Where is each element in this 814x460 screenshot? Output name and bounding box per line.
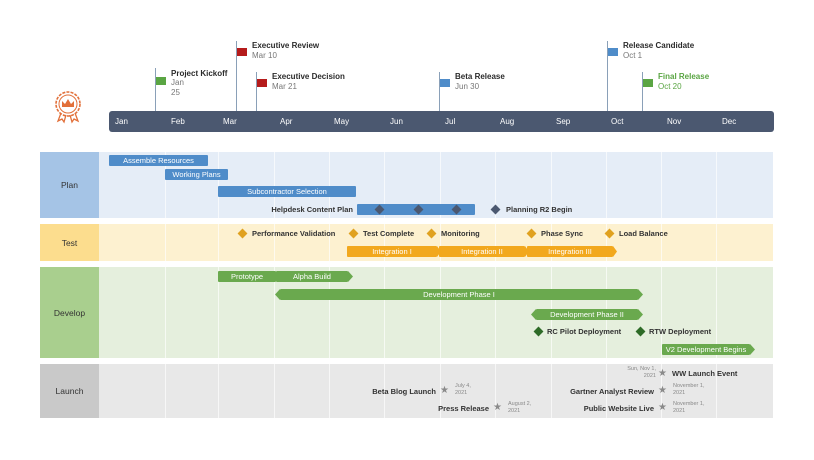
- milestone-date: Jun 30: [455, 82, 480, 91]
- award-badge-icon: [52, 89, 84, 125]
- milestone-load-balance[interactable]: Load Balance: [619, 229, 668, 238]
- star-icon: ★: [440, 385, 449, 396]
- milestone-title: Executive Decision: [272, 72, 345, 81]
- task-alpha-build[interactable]: Alpha Build: [276, 271, 348, 282]
- event-date: November 1, 2021: [673, 401, 705, 414]
- month-label: Jul: [445, 117, 456, 126]
- milestone-date: Mar 10: [252, 51, 277, 60]
- milestone-title: Executive Review: [252, 41, 320, 50]
- task-development-phase-i[interactable]: Development Phase I: [280, 289, 638, 300]
- timeline-band: Jan Feb Mar Apr May Jun Jul Aug Sep Oct …: [109, 111, 774, 132]
- month-label: May: [334, 117, 350, 126]
- task-integration-ii[interactable]: Integration II: [439, 246, 525, 257]
- task-integration-i[interactable]: Integration I: [347, 246, 437, 257]
- milestone-date: Mar 21: [272, 82, 297, 91]
- milestone-rtw-deployment[interactable]: RTW Deployment: [649, 327, 712, 336]
- event-date: Sun, Nov 1, 2021: [627, 366, 656, 379]
- flag-icon: [608, 48, 618, 56]
- flag-icon: [257, 79, 267, 87]
- month-label: Sep: [556, 117, 571, 126]
- swimlane-develop: Develop: [40, 267, 773, 358]
- task-integration-iii[interactable]: Integration III: [527, 246, 613, 257]
- milestone-test-complete[interactable]: Test Complete: [363, 229, 415, 238]
- milestone-rc-pilot-deployment[interactable]: RC Pilot Deployment: [547, 327, 622, 336]
- event-ww-launch[interactable]: WW Launch Event: [672, 369, 738, 378]
- milestone-date: Oct 20: [658, 82, 682, 91]
- event-press-release[interactable]: Press Release: [438, 404, 489, 413]
- milestone-title: Final Release: [658, 72, 710, 81]
- milestone-title: Beta Release: [455, 72, 505, 81]
- milestone-monitoring[interactable]: Monitoring: [441, 229, 480, 238]
- milestone-date: Jan 25: [171, 78, 184, 97]
- event-date: August 2, 2021: [508, 401, 532, 414]
- lane-label: Launch: [40, 364, 99, 418]
- flag-icon: [156, 77, 166, 85]
- month-label: Aug: [500, 117, 515, 126]
- milestone-planning-r2[interactable]: Planning R2 Begin: [506, 205, 573, 214]
- month-label: Jan: [115, 117, 128, 126]
- milestone-performance-validation[interactable]: Performance Validation: [252, 229, 336, 238]
- milestone-title: Release Candidate: [623, 41, 695, 50]
- event-beta-blog-launch[interactable]: Beta Blog Launch: [372, 387, 436, 396]
- event-date: July 4, 2021: [455, 383, 471, 396]
- month-label: Nov: [667, 117, 682, 126]
- star-icon: ★: [658, 402, 667, 413]
- star-icon: ★: [658, 385, 667, 396]
- task-v2-development-begins[interactable]: V2 Development Begins: [662, 344, 750, 355]
- milestone-title: Project Kickoff: [171, 69, 228, 78]
- task-helpdesk-label: Helpdesk Content Plan: [271, 205, 353, 214]
- month-label: Dec: [722, 117, 737, 126]
- flag-icon: [643, 79, 653, 87]
- milestone-date: Oct 1: [623, 51, 643, 60]
- star-icon: ★: [658, 368, 667, 379]
- lane-label: Plan: [40, 152, 99, 218]
- flag-icon: [237, 48, 247, 56]
- milestone-phase-sync[interactable]: Phase Sync: [541, 229, 584, 238]
- task-assemble-resources[interactable]: Assemble Resources: [109, 155, 208, 166]
- event-gartner-analyst-review[interactable]: Gartner Analyst Review: [570, 387, 654, 396]
- month-label: Feb: [171, 117, 185, 126]
- task-working-plans[interactable]: Working Plans: [165, 169, 228, 180]
- flag-icon: [440, 79, 450, 87]
- month-label: Jun: [390, 117, 403, 126]
- event-date: November 1, 2021: [673, 383, 705, 396]
- month-label: Oct: [611, 117, 624, 126]
- task-development-phase-ii[interactable]: Development Phase II: [536, 309, 638, 320]
- task-prototype[interactable]: Prototype: [218, 271, 276, 282]
- task-subcontractor-selection[interactable]: Subcontractor Selection: [218, 186, 356, 197]
- lane-label: Test: [40, 224, 99, 261]
- swimlane-launch: Launch: [40, 364, 773, 418]
- star-icon: ★: [493, 402, 502, 413]
- month-label: Apr: [280, 117, 293, 126]
- month-label: Mar: [223, 117, 237, 126]
- lane-label: Develop: [40, 267, 99, 358]
- event-public-website-live[interactable]: Public Website Live: [583, 404, 654, 413]
